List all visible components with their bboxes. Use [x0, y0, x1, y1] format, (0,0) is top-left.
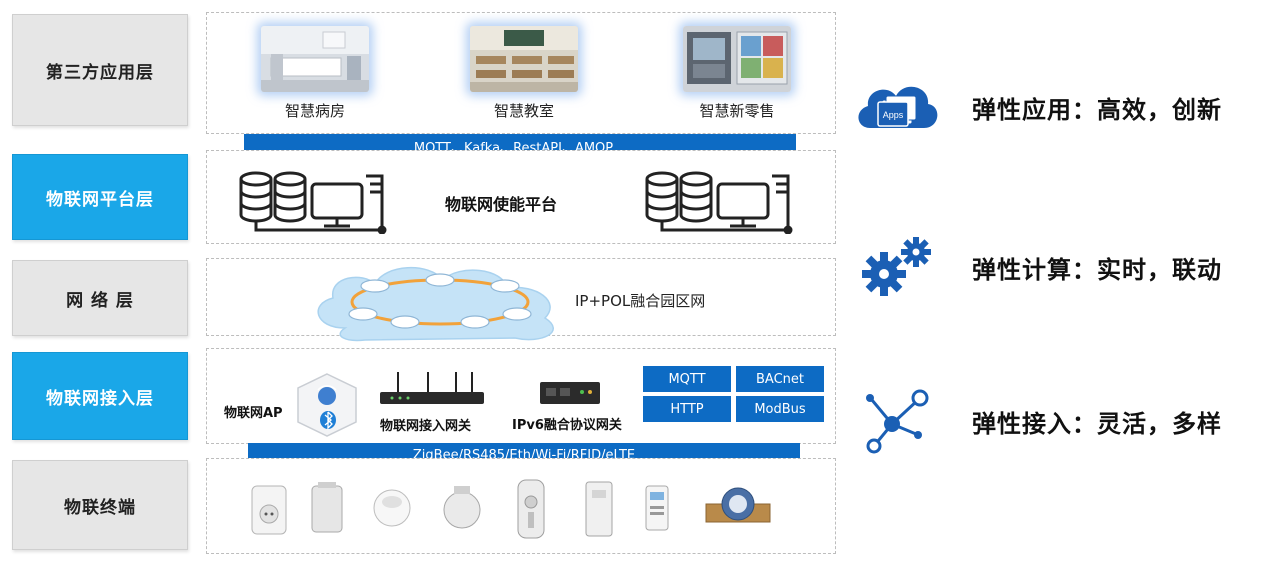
network-cloud-icon: [305, 258, 575, 344]
smart-plug-icon: [251, 485, 287, 535]
layer-label-terminal: 物联终端: [12, 460, 188, 550]
water-meter-icon: [705, 487, 771, 523]
network-nodes-icon: [852, 386, 942, 456]
feature-elastic-access: 弹性接入：灵活，多样: [852, 386, 1222, 456]
app-caption-classroom: 智慧教室: [493, 102, 554, 120]
ipv6-gateway-icon: [538, 378, 602, 408]
smart-lock-icon: [517, 479, 545, 539]
layer-label-platform: 物联网平台层: [12, 154, 188, 240]
round-sensor-icon: [443, 486, 481, 529]
app-caption-ward: 智慧病房: [284, 102, 345, 120]
feature-elastic-compute: 弹性计算：实时，联动: [852, 232, 1222, 302]
layer-label-network: 网 络 层: [12, 260, 188, 336]
feature-elastic-app: Apps 弹性应用：高效，创新: [852, 72, 1222, 142]
terminal-devices-row: [240, 478, 800, 544]
app-caption-retail: 智慧新零售: [699, 102, 775, 120]
ipv6-gateway-label: IPv6融合协议网关: [512, 418, 622, 433]
svg-text:Apps: Apps: [883, 110, 904, 120]
gears-icon: [852, 232, 942, 302]
network-title: IP+POL融合园区网: [575, 292, 706, 310]
protocol-bacnet: BACnet: [736, 366, 824, 392]
smart-classroom-image: [470, 26, 578, 92]
protocol-modbus: ModBus: [736, 396, 824, 422]
feature-elastic-compute-text: 弹性计算：实时，联动: [972, 255, 1222, 284]
feature-elastic-app-text: 弹性应用：高效，创新: [972, 95, 1222, 124]
smart-retail-image: [683, 26, 791, 92]
apps-cloud-icon: Apps: [852, 72, 942, 142]
smart-ward-image: [261, 26, 369, 92]
wall-panel-icon: [585, 481, 613, 537]
motion-sensor-icon: [373, 489, 411, 527]
protocol-http: HTTP: [643, 396, 731, 422]
feature-elastic-access-text: 弹性接入：灵活，多样: [972, 409, 1222, 438]
app-smart-retail: 智慧新零售: [677, 26, 797, 121]
server-cluster-left-icon: [238, 170, 388, 235]
iot-ap-device-icon: [294, 372, 360, 438]
server-cluster-right-icon: [644, 170, 794, 235]
layer-label-third-party: 第三方应用层: [12, 14, 188, 126]
sensor-box-icon: [311, 482, 343, 533]
iot-ap-label: 物联网AP: [224, 406, 283, 421]
layer-label-access: 物联网接入层: [12, 352, 188, 440]
electric-meter-icon: [645, 485, 669, 531]
app-smart-ward: 智慧病房: [255, 26, 375, 121]
protocol-mqtt: MQTT: [643, 366, 731, 392]
platform-title: 物联网使能平台: [445, 195, 558, 214]
iot-access-gateway-label: 物联网接入网关: [380, 419, 472, 434]
iot-access-gateway-icon: [378, 370, 488, 410]
app-smart-classroom: 智慧教室: [464, 26, 584, 121]
